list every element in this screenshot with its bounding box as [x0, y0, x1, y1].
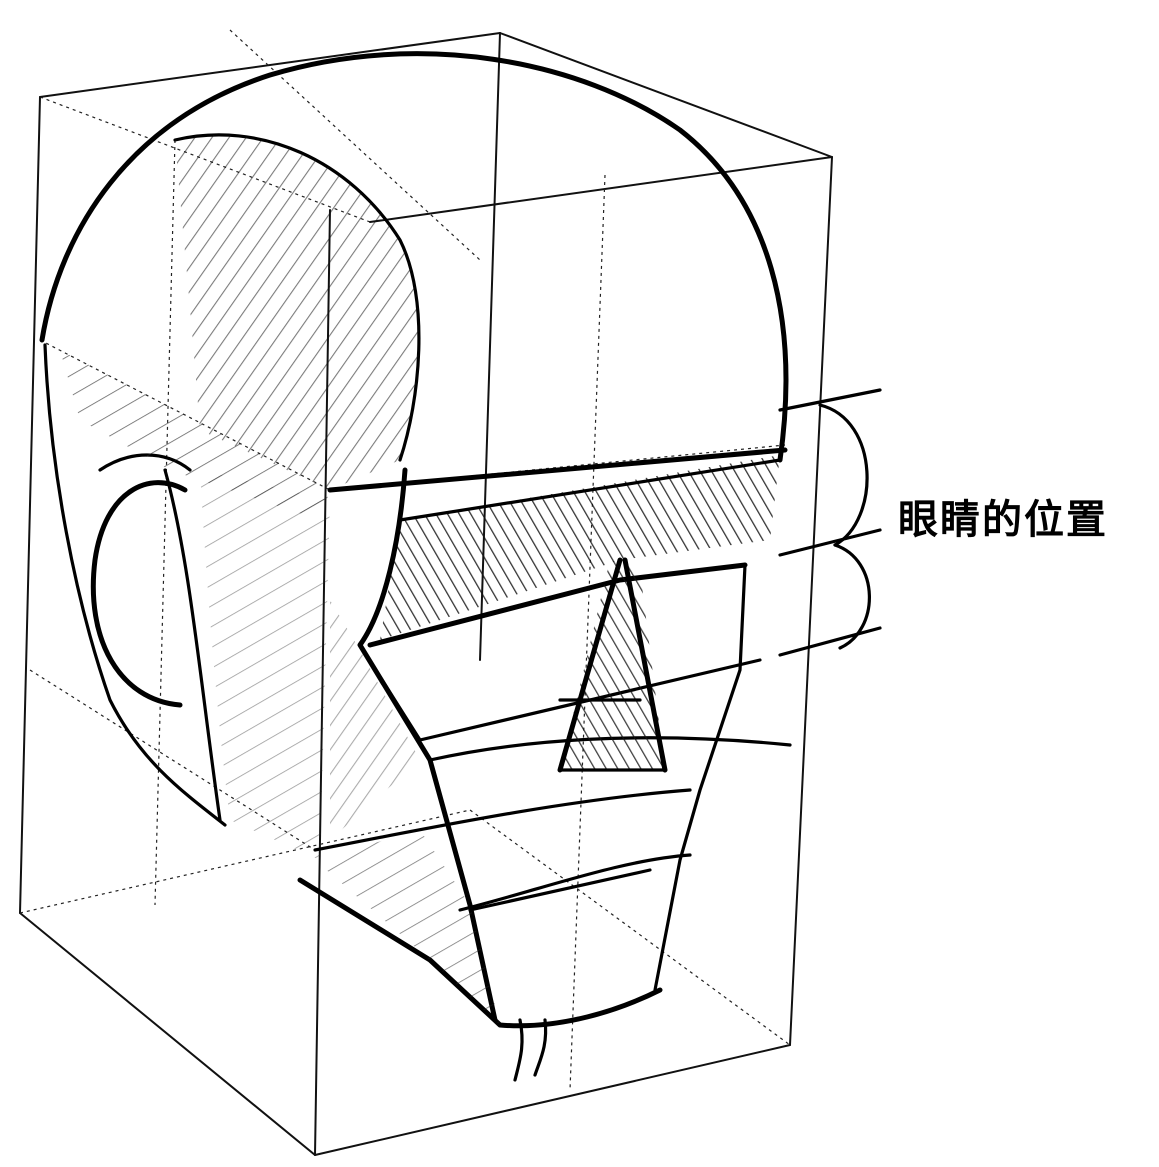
eye-position-bracket: [780, 390, 880, 655]
brow-block: [330, 450, 785, 645]
jaw-shading: [315, 600, 500, 1025]
eye-position-label: 眼睛的位置: [898, 487, 1108, 545]
